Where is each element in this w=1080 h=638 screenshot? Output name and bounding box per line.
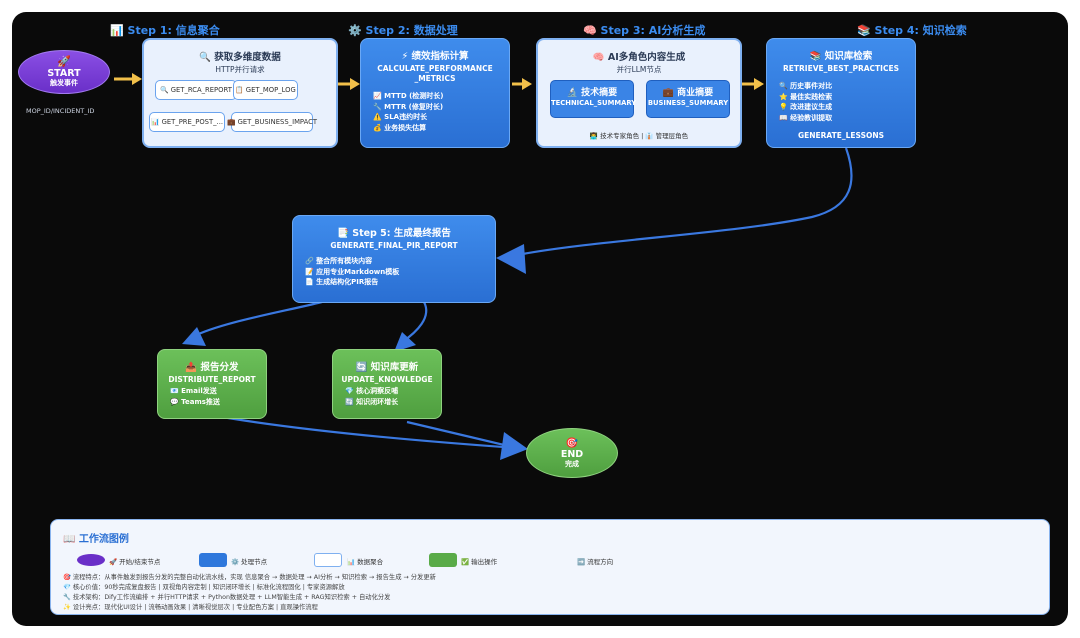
legend-line-architecture: 🔧 技术架构：Dify工作流编排 + 并行HTTP请求 + Python数据处理… xyxy=(63,594,391,601)
legend-line-highlights: ✨ 设计亮点：现代化UI设计 | 流畅动画效果 | 清晰视觉层次 | 专业配色方… xyxy=(63,604,318,611)
distribute-list: 📧 Email发送 💬 Teams推送 xyxy=(170,386,220,407)
distribute-teams: 💬 Teams推送 xyxy=(170,397,220,406)
knowledge-list: 🔍 历史事件对比 ⭐ 最佳实践检索 💡 改进建议生成 📖 经验教训提取 xyxy=(779,81,832,123)
update-item-insight: 💎 核心洞察反哺 xyxy=(345,387,399,395)
end-node[interactable]: 🎯 END 完成 xyxy=(526,428,618,478)
legend-swatch-start xyxy=(77,554,105,566)
final-report-list: 🔗 整合所有模块内容 📝 应用专业Markdown模板 📄 生成结构化PIR报告 xyxy=(305,256,399,288)
knowledge-item-best-practice: ⭐ 最佳实践检索 xyxy=(779,92,833,101)
technical-summary-title: 🔬 技术摘要 xyxy=(566,88,618,98)
target-icon: 🎯 xyxy=(565,437,579,449)
distribute-title: 📤 报告分发 xyxy=(185,362,239,373)
metrics-code-line2: _METRICS xyxy=(414,74,456,83)
arrow-start-to-step1-head xyxy=(132,73,142,85)
end-title: END xyxy=(560,448,584,460)
start-subtitle: 触发事件 xyxy=(50,79,78,87)
connector-layer xyxy=(114,73,853,460)
chip-get-rca-report[interactable]: 🔍 GET_RCA_REPORT xyxy=(155,80,237,100)
metrics-node[interactable]: ⚡ 绩效指标计算 CALCULATE_PERFORMANCE _METRICS … xyxy=(360,38,510,148)
update-knowledge-node[interactable]: 🔄 知识库更新 UPDATE_KNOWLEDGE 💎 核心洞察反哺 🔄 知识闭环… xyxy=(332,349,442,419)
curve-step4-to-step5 xyxy=(511,147,853,258)
ai-node[interactable]: 🧠 AI多角色内容生成 并行LLM节点 🔬 技术摘要 TECHNICAL_SUM… xyxy=(536,38,742,148)
start-input-label: MOP_ID/INCIDENT_ID xyxy=(26,107,95,115)
update-item-loop: 🔄 知识闭环增长 xyxy=(345,397,399,406)
legend-swatch-process xyxy=(199,553,227,567)
aggregate-node[interactable]: 🔍 获取多维度数据 HTTP并行请求 🔍 GET_RCA_REPORT 📋 GE… xyxy=(142,38,338,148)
technical-summary-box[interactable]: 🔬 技术摘要 TECHNICAL_SUMMARY xyxy=(550,80,637,118)
final-report-node[interactable]: 📑 Step 5: 生成最终报告 GENERATE_FINAL_PIR_REPO… xyxy=(292,215,496,303)
generate-lessons-label: GENERATE_LESSONS xyxy=(797,131,885,140)
ai-subtitle: 并行LLM节点 xyxy=(616,65,662,74)
final-report-title: 📑 Step 5: 生成最终报告 xyxy=(337,228,451,239)
diagram-frame: 📊 Step 1: 信息聚合 ⚙️ Step 2: 数据处理 🧠 Step 3:… xyxy=(12,12,1068,626)
legend-title: 📖 工作流图例 xyxy=(63,534,129,545)
arrow-step3-to-step4-head xyxy=(754,78,764,90)
metrics-code-line1: CALCULATE_PERFORMANCE xyxy=(377,64,493,73)
arrow-step1-to-step2-head xyxy=(350,78,360,90)
ai-roles: 👨‍💻 技术专家角色 | 👔 管理层角色 xyxy=(589,132,689,140)
metric-mttd: 📈 MTTD (检测时长) xyxy=(373,92,444,100)
curve-distribute-to-end xyxy=(221,415,518,450)
legend-swatch-aggregate xyxy=(314,553,342,567)
rocket-icon: 🚀 xyxy=(57,55,71,68)
legend-label-start: 🚀 开始/结束节点 xyxy=(109,558,161,566)
step1-title: 📊 Step 1: 信息聚合 xyxy=(110,24,220,37)
aggregate-subtitle: HTTP并行请求 xyxy=(215,65,265,74)
step3-title: 🧠 Step 3: AI分析生成 xyxy=(583,24,706,37)
business-summary-title: 💼 商业摘要 xyxy=(662,88,714,98)
metric-loss: 💰 业务损失估算 xyxy=(373,123,427,132)
final-report-code: GENERATE_FINAL_PIR_REPORT xyxy=(330,241,458,250)
curve-step4-to-step5-head xyxy=(496,244,526,274)
distribute-email: 📧 Email发送 xyxy=(170,387,217,395)
legend-line-value: 💎 核心价值：90秒完成复盘报告 | 双视角内容定制 | 知识闭环增长 | 标准… xyxy=(63,584,345,591)
final-item-template: 📝 应用专业Markdown模板 xyxy=(305,267,400,276)
metrics-title: ⚡ 绩效指标计算 xyxy=(401,51,469,62)
technical-summary-code: TECHNICAL_SUMMARY xyxy=(551,99,637,107)
final-item-generate: 📄 生成结构化PIR报告 xyxy=(305,278,379,286)
distribute-node[interactable]: 📤 报告分发 DISTRIBUTE_REPORT 📧 Email发送 💬 Tea… xyxy=(157,349,267,419)
legend-label-process: ⚙️ 处理节点 xyxy=(231,558,268,566)
update-knowledge-title: 🔄 知识库更新 xyxy=(355,362,419,373)
chip-get-business-impact[interactable]: 💼 GET_BUSINESS_IMPACT xyxy=(227,112,317,132)
metric-sla: ⚠️ SLA违约时长 xyxy=(373,113,428,121)
business-summary-code: BUSINESS_SUMMARY xyxy=(647,99,729,107)
curve-step5-to-distribute xyxy=(191,300,323,338)
step4-title: 📚 Step 4: 知识检索 xyxy=(857,24,967,37)
legend-label-aggregate: 📊 数据聚合 xyxy=(347,558,384,566)
knowledge-code: RETRIEVE_BEST_PRACTICES xyxy=(782,64,899,73)
curve-to-end-head xyxy=(500,432,528,460)
update-knowledge-list: 💎 核心洞察反哺 🔄 知识闭环增长 xyxy=(345,386,398,407)
legend-label-output: ✅ 输出操作 xyxy=(461,558,498,566)
knowledge-node[interactable]: 📚 知识库检索 RETRIEVE_BEST_PRACTICES 🔍 历史事件对比… xyxy=(766,38,916,148)
knowledge-title: 📚 知识库检索 xyxy=(809,51,873,62)
legend-panel: 📖 工作流图例 🚀 开始/结束节点 ⚙️ 处理节点 📊 数据聚合 ✅ 输出操作 … xyxy=(50,519,1050,615)
chip-get-pre-post[interactable]: 📊 GET_PRE_POST_... xyxy=(149,112,225,132)
chip-get-mop-log[interactable]: 📋 GET_MOP_LOG xyxy=(233,80,298,100)
legend-swatch-output xyxy=(429,553,457,567)
metric-mttr: 🔧 MTTR (修复时长) xyxy=(373,102,444,111)
knowledge-item-improve: 💡 改进建议生成 xyxy=(779,103,833,111)
ai-title: 🧠 AI多角色内容生成 xyxy=(592,52,686,63)
business-summary-box[interactable]: 💼 商业摘要 BUSINESS_SUMMARY xyxy=(646,80,730,118)
legend-line-features: 🎯 流程特点：从事件触发到报告分发的完整自动化流水线，实现 信息聚合 → 数据处… xyxy=(63,574,436,581)
legend-label-direction: ➡️ 流程方向 xyxy=(577,558,614,566)
aggregate-title: 🔍 获取多维度数据 xyxy=(199,52,281,63)
end-subtitle: 完成 xyxy=(565,459,579,468)
distribute-code: DISTRIBUTE_REPORT xyxy=(168,375,256,384)
knowledge-item-history: 🔍 历史事件对比 xyxy=(779,82,833,90)
final-item-merge: 🔗 整合所有模块内容 xyxy=(305,257,373,265)
curve-step5-to-distribute-head xyxy=(182,327,206,346)
start-title: START xyxy=(47,68,81,79)
arrow-step2-to-step3-head xyxy=(522,78,532,90)
step2-title: ⚙️ Step 2: 数据处理 xyxy=(348,24,458,37)
update-knowledge-code: UPDATE_KNOWLEDGE xyxy=(341,375,433,384)
curve-step5-to-update-head xyxy=(394,332,416,352)
start-node[interactable]: 🚀 START 触发事件 xyxy=(18,50,110,94)
metrics-list: 📈 MTTD (检测时长) 🔧 MTTR (修复时长) ⚠️ SLA违约时长 💰… xyxy=(373,91,443,133)
knowledge-item-lessons: 📖 经验教训提取 xyxy=(779,113,833,122)
